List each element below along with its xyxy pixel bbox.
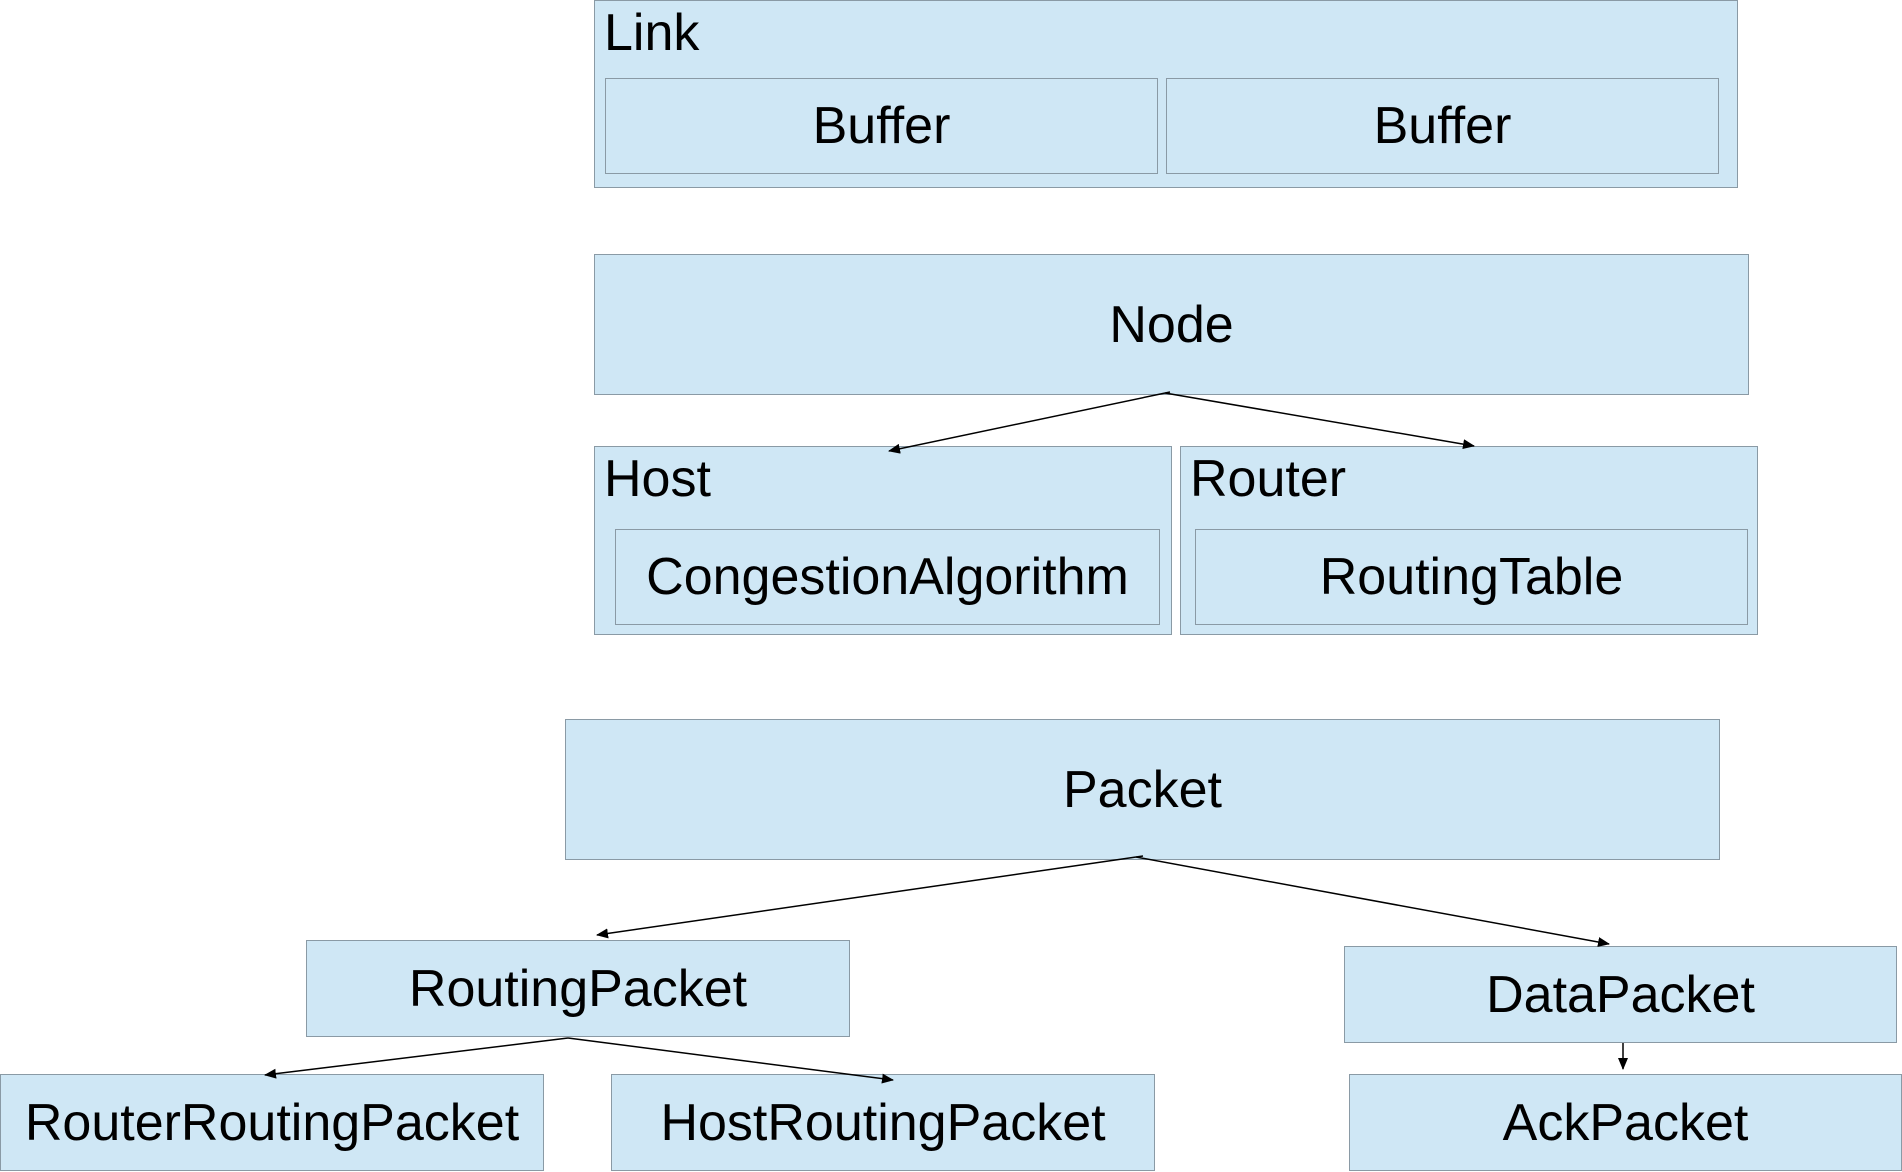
router-box: Router RoutingTable [1180, 446, 1758, 635]
packet-label: Packet [1063, 760, 1222, 819]
buffer-right-box: Buffer [1166, 78, 1719, 174]
arrow-packet-to-routing-packet [596, 855, 1144, 939]
arrow-node-to-router [1164, 392, 1475, 450]
ack-packet-box: AckPacket [1349, 1074, 1902, 1171]
link-box: Link Buffer Buffer [594, 0, 1738, 188]
buffer-left-box: Buffer [605, 78, 1158, 174]
router-label: Router [1190, 450, 1347, 508]
congestion-algorithm-box: CongestionAlgorithm [615, 529, 1160, 625]
router-routing-packet-label: RouterRoutingPacket [24, 1093, 520, 1152]
buffer-left-label: Buffer [812, 97, 951, 155]
ack-packet-label: AckPacket [1502, 1093, 1749, 1152]
host-routing-packet-box: HostRoutingPacket [611, 1074, 1155, 1171]
router-routing-packet-box: RouterRoutingPacket [0, 1074, 544, 1171]
node-box: Node [594, 254, 1749, 395]
arrow-packet-to-data-packet [1135, 856, 1610, 947]
arrow-node-to-host [888, 391, 1171, 454]
arrow-routing-packet-to-router-routing-packet [264, 1037, 569, 1079]
routing-table-label: RoutingTable [1319, 548, 1624, 606]
host-label: Host [604, 450, 711, 508]
routing-table-box: RoutingTable [1195, 529, 1748, 625]
data-packet-box: DataPacket [1344, 946, 1897, 1043]
packet-box: Packet [565, 719, 1720, 860]
buffer-right-label: Buffer [1373, 97, 1512, 155]
congestion-algorithm-label: CongestionAlgorithm [646, 548, 1129, 606]
host-box: Host CongestionAlgorithm [594, 446, 1172, 635]
host-routing-packet-label: HostRoutingPacket [660, 1093, 1106, 1152]
link-label: Link [604, 4, 700, 62]
routing-packet-box: RoutingPacket [306, 940, 850, 1037]
node-label: Node [1109, 295, 1234, 354]
routing-packet-label: RoutingPacket [408, 959, 748, 1018]
data-packet-label: DataPacket [1486, 965, 1755, 1024]
